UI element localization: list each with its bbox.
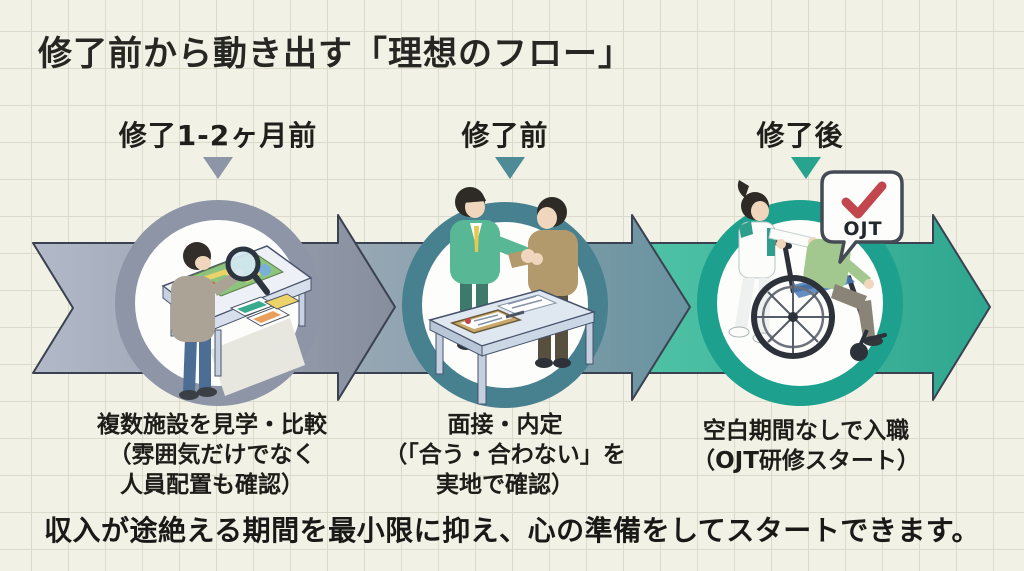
stage-caption-3: 空白期間なしで入職 （OJT研修スタート） <box>636 416 976 476</box>
stage-caption-1: 複数施設を見学・比較 （雰囲気だけでなく 人員配置も確認） <box>42 410 382 500</box>
stage-label-1: 修了1-2ヶ月前 <box>118 119 318 152</box>
speech-bubble <box>820 170 904 264</box>
ojt-badge-label: OJT <box>843 218 882 240</box>
red-check-icon <box>841 181 887 219</box>
caption-line: 面接・内定 <box>447 412 563 438</box>
ojt-badge: OJT <box>820 170 904 264</box>
pointer-triangle-icon <box>203 157 233 179</box>
caption-line: 複数施設を見学・比較 <box>97 412 327 438</box>
page-title: 修了前から動き出す「理想のフロー」 <box>38 34 633 74</box>
caption-line: 人員配置も確認） <box>120 472 304 498</box>
pointer-triangle-icon <box>791 157 821 179</box>
caption-line: （「合う・合わない」を <box>384 442 626 468</box>
facility-tour-illustration <box>161 242 313 400</box>
pointer-triangle-icon <box>495 157 525 179</box>
caption-line: 実地で確認） <box>436 472 574 498</box>
caption-line: 空白期間なしで入職 <box>702 418 910 444</box>
caption-line: （OJT研修スタート） <box>692 448 920 474</box>
stage-label-2: 修了前 <box>461 119 549 152</box>
stage-label-3: 修了後 <box>756 119 844 152</box>
caption-line: （雰囲気だけでなく <box>108 442 316 468</box>
footer-message: 収入が途絶える期間を最小限に抑え、心の準備をしてスタートできます。 <box>43 514 981 547</box>
stage-caption-2: 面接・内定 （「合う・合わない」を 実地で確認） <box>335 410 675 500</box>
interview-handshake-illustration <box>427 187 597 405</box>
